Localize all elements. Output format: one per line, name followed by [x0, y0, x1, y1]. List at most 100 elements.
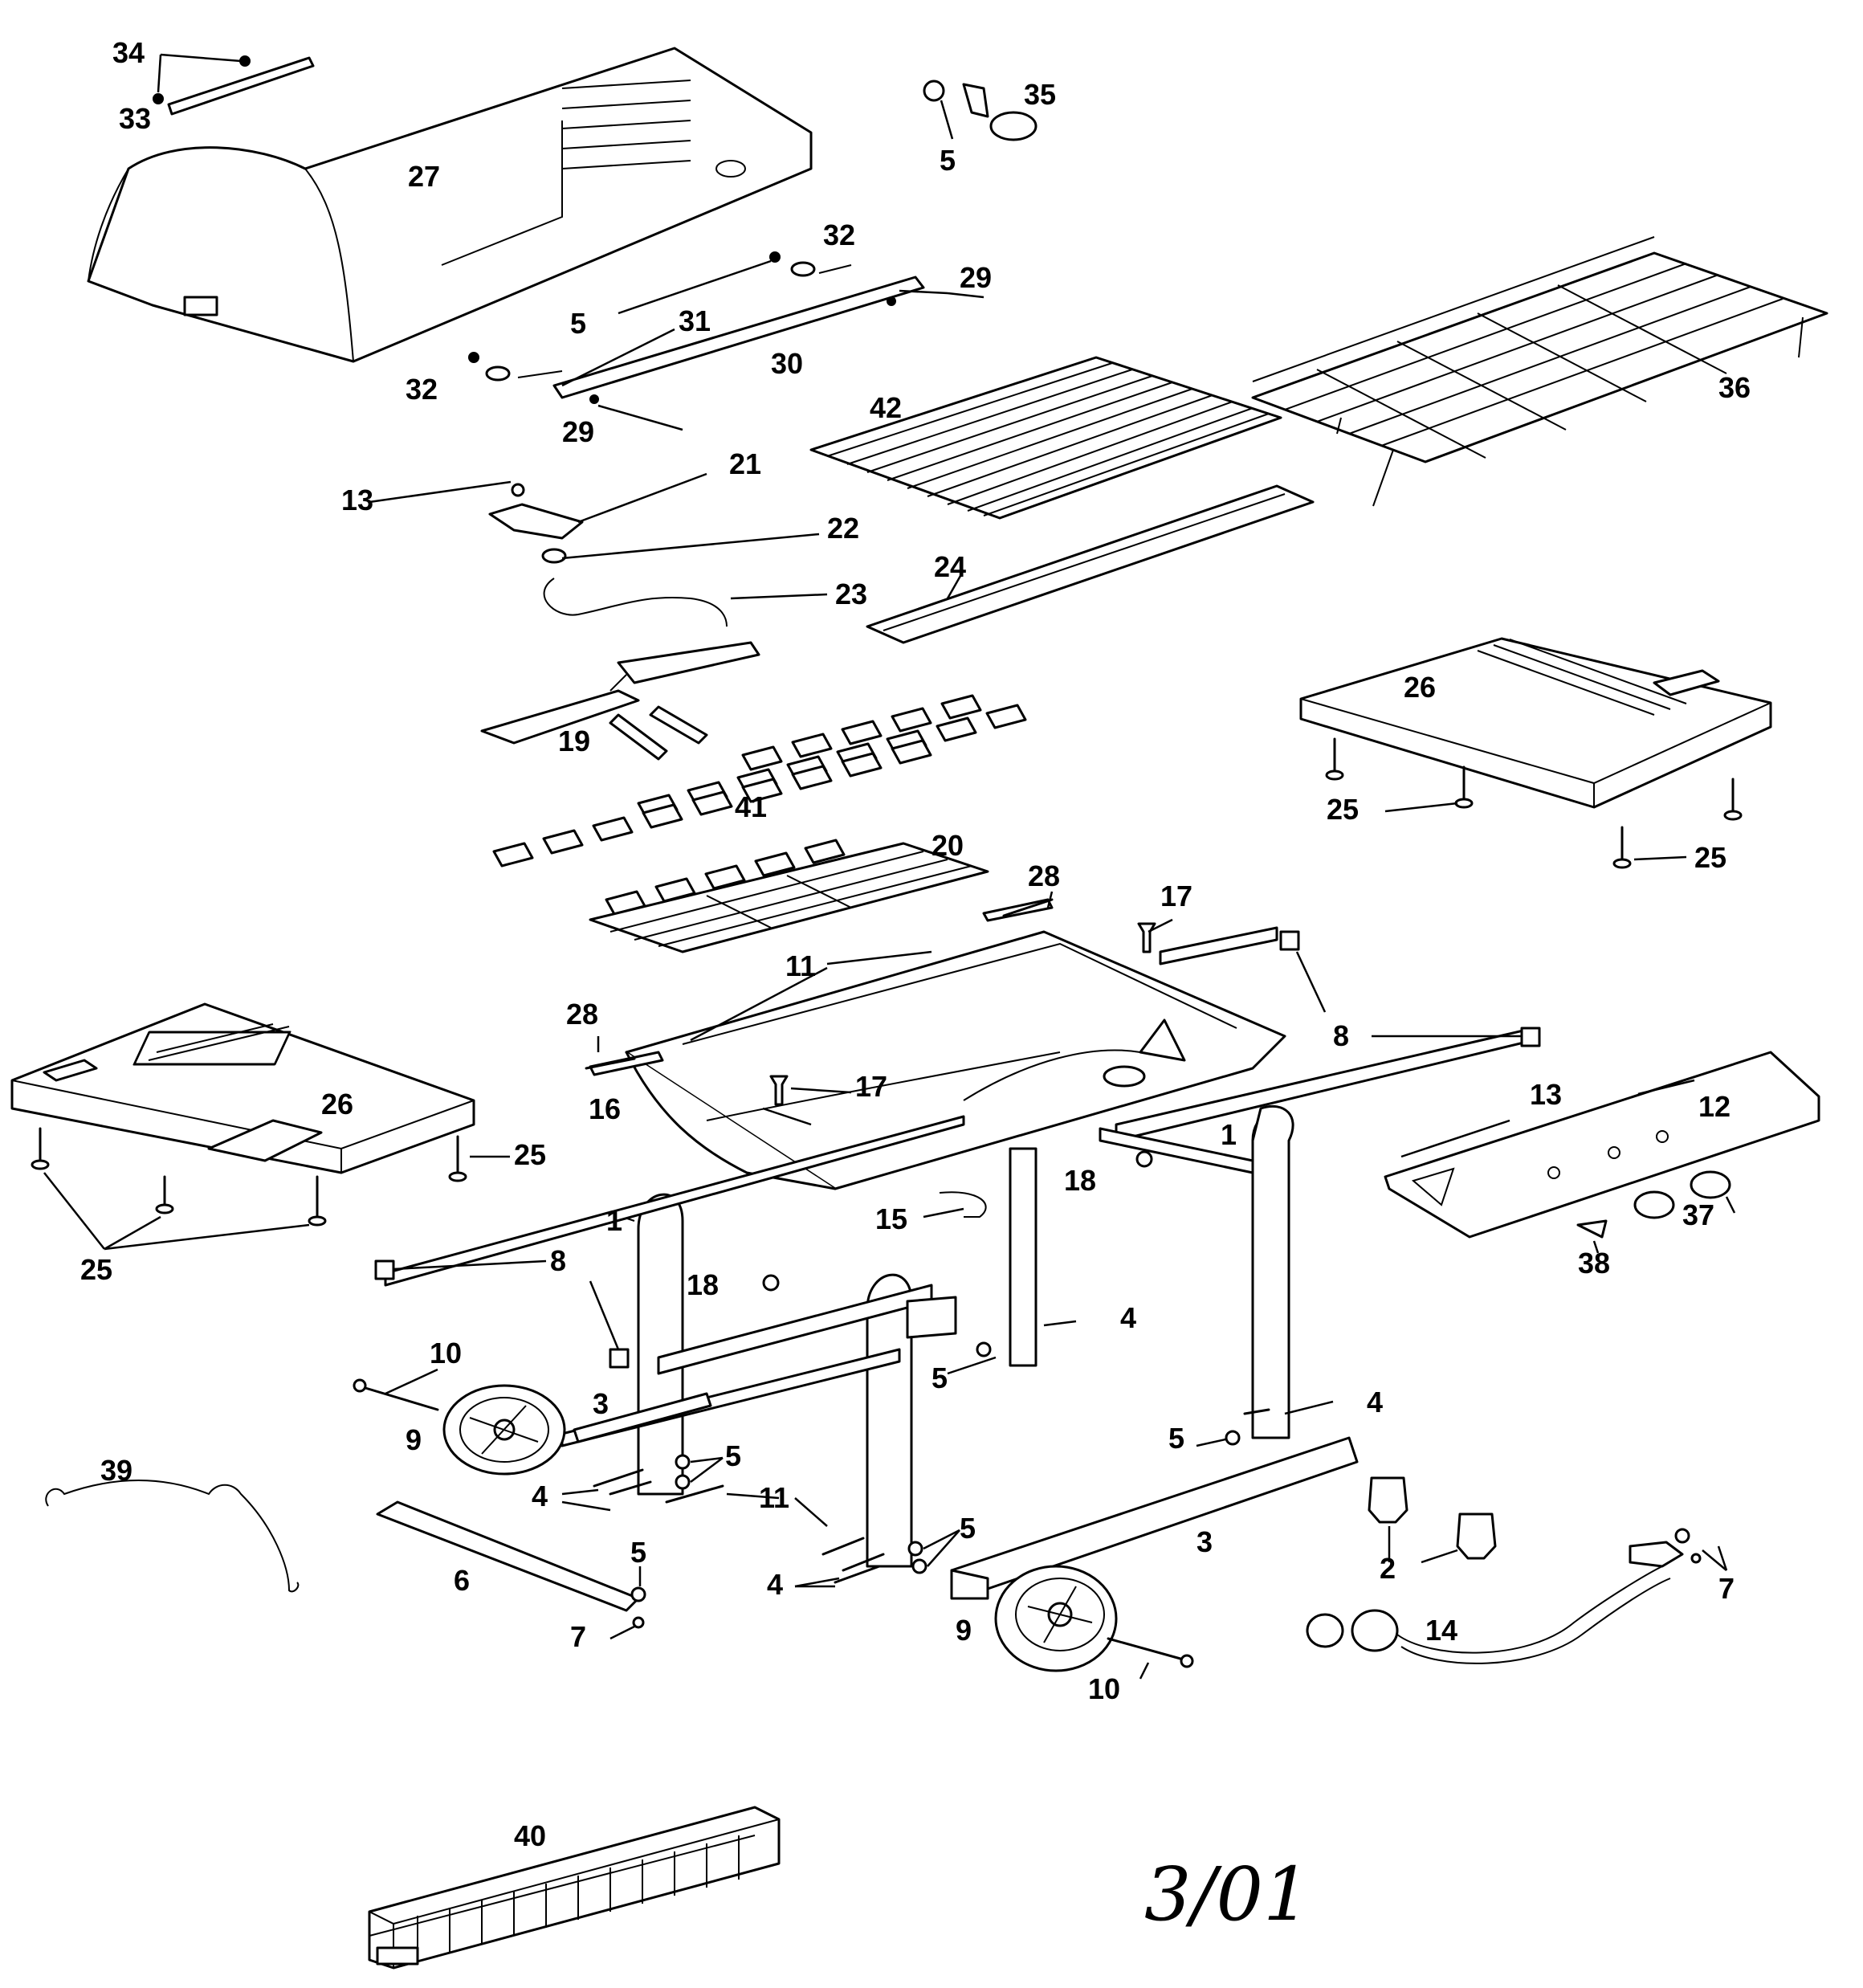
- label-9-a: 9: [406, 1423, 422, 1456]
- rail-part-6: [376, 1500, 640, 1612]
- label-25-d: 25: [80, 1253, 112, 1286]
- side-shelf-part-26-right: [1299, 637, 1772, 869]
- part-number-labels: 34 33 27 35 5 32 29 5 31 30 32 29 42 36 …: [80, 36, 1751, 1852]
- label-16: 16: [589, 1092, 621, 1125]
- label-4-d: 4: [767, 1568, 783, 1601]
- label-36: 36: [1718, 371, 1751, 404]
- label-39: 39: [100, 1454, 132, 1487]
- label-9-b: 9: [956, 1614, 972, 1647]
- label-25-b: 25: [1694, 841, 1726, 874]
- label-38: 38: [1578, 1247, 1610, 1280]
- label-42: 42: [870, 391, 902, 424]
- cooking-grate-part-42: [809, 356, 1282, 520]
- bushing-part-18b: [762, 1274, 780, 1292]
- label-4-b: 4: [1367, 1386, 1383, 1419]
- briquette-tile: [791, 765, 833, 790]
- label-7-a: 7: [570, 1620, 586, 1653]
- label-14: 14: [1425, 1614, 1457, 1647]
- side-shelf-part-26-left: [10, 1002, 510, 1251]
- label-32-b: 32: [406, 373, 438, 406]
- storage-basket-part-40: [368, 1806, 781, 1970]
- label-25-c: 25: [514, 1138, 546, 1171]
- label-35: 35: [1024, 78, 1056, 111]
- briquette-tile: [754, 851, 796, 877]
- label-30: 30: [771, 347, 803, 380]
- label-33: 33: [119, 102, 151, 135]
- label-29-b: 29: [562, 415, 594, 448]
- leader-part-15: [923, 1207, 964, 1219]
- briquette-tile: [741, 778, 783, 803]
- warming-rack-part-36: [1251, 236, 1828, 507]
- label-27: 27: [408, 160, 440, 193]
- handle-strip-part-33: [153, 53, 315, 116]
- cart-frame-part-1-right: [1099, 926, 1535, 1439]
- label-18-b: 18: [687, 1268, 719, 1301]
- label-1-b: 1: [606, 1204, 622, 1237]
- hook-part-15: [939, 1191, 987, 1218]
- briquette-tile: [891, 739, 932, 765]
- label-3-b: 3: [1196, 1525, 1213, 1558]
- briquette-tile: [804, 839, 846, 864]
- briquette-tile: [542, 829, 584, 855]
- label-6: 6: [454, 1564, 470, 1597]
- label-32-a: 32: [823, 218, 855, 251]
- label-3-a: 3: [593, 1387, 609, 1420]
- briquette-tile: [704, 864, 746, 890]
- label-4-c: 4: [532, 1480, 548, 1512]
- briquette-tile: [891, 707, 932, 733]
- label-11-a: 11: [785, 949, 816, 982]
- label-1-a: 1: [1221, 1118, 1237, 1151]
- briquette-tile: [985, 704, 1027, 729]
- leg-screws-left-shelf: [31, 1127, 467, 1227]
- briquette-tile: [841, 752, 883, 778]
- pin-part-28b: [585, 1036, 636, 1070]
- label-24: 24: [934, 550, 966, 583]
- hardware-small-parts: [561, 1320, 1334, 1640]
- briquette-tile: [492, 842, 534, 867]
- burner-part-19: [480, 641, 760, 761]
- heat-shield-part-24: [866, 484, 1315, 644]
- label-26-b: 26: [321, 1088, 353, 1121]
- label-13-b: 13: [1530, 1078, 1562, 1111]
- label-2: 2: [1380, 1552, 1396, 1585]
- label-11-b: 11: [759, 1481, 789, 1514]
- firebox-part-16: [589, 898, 1286, 1190]
- label-7-b: 7: [1718, 1572, 1735, 1605]
- label-5-c: 5: [932, 1361, 948, 1394]
- hose-regulator-part-14: [1306, 1528, 1728, 1664]
- label-8-a: 8: [1333, 1019, 1349, 1052]
- label-17-a: 17: [1160, 880, 1192, 912]
- briquette-tile: [940, 694, 982, 720]
- label-22: 22: [827, 512, 859, 545]
- label-20: 20: [932, 829, 964, 862]
- label-40: 40: [514, 1819, 546, 1852]
- briquette-tile: [841, 720, 883, 745]
- label-28-b: 28: [566, 998, 598, 1031]
- label-12: 12: [1698, 1090, 1731, 1123]
- lid-part-27: [87, 47, 813, 363]
- label-8-b: 8: [550, 1244, 566, 1277]
- label-26-a: 26: [1404, 671, 1436, 704]
- briquette-tile: [642, 803, 683, 829]
- axle-part-10b: [1107, 1637, 1194, 1680]
- revision-date-note: 3/01: [1144, 1851, 1311, 1937]
- label-5-d: 5: [1168, 1422, 1184, 1455]
- label-5-b: 5: [570, 307, 586, 340]
- regulator-parts-part-2: [1368, 1476, 1497, 1564]
- label-5-e: 5: [725, 1439, 741, 1472]
- label-5-f: 5: [960, 1512, 976, 1545]
- label-23: 23: [835, 578, 867, 610]
- label-18-a: 18: [1064, 1164, 1096, 1197]
- label-19: 19: [558, 725, 590, 757]
- screw-part-17b: [769, 1075, 852, 1106]
- label-25-a: 25: [1327, 793, 1359, 826]
- label-4-a: 4: [1120, 1301, 1136, 1334]
- label-21: 21: [729, 447, 761, 480]
- briquette-tile: [791, 733, 833, 758]
- control-panel-part-12: [1384, 1051, 1820, 1254]
- label-15: 15: [875, 1202, 907, 1235]
- briquette-tile: [936, 716, 977, 742]
- label-31: 31: [679, 304, 711, 337]
- knob-assembly-part-35: [923, 80, 1037, 141]
